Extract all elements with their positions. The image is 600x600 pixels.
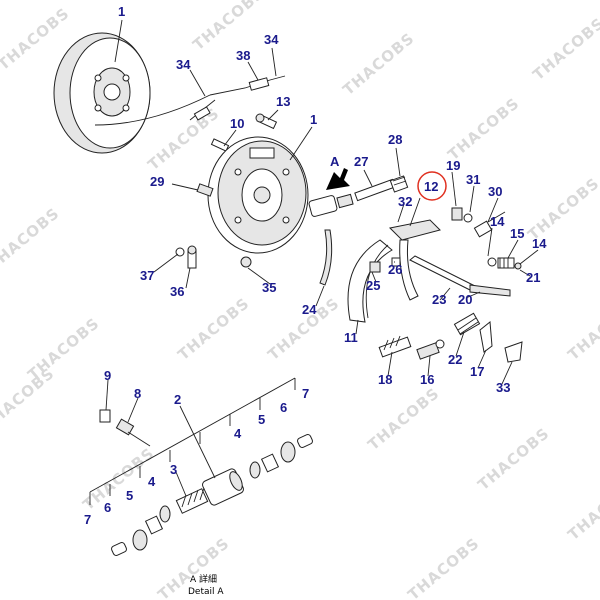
callout-label: 17 <box>470 364 484 379</box>
highlight-circle <box>417 171 447 201</box>
boot-6-right <box>280 441 296 463</box>
piston-5-left <box>144 515 164 535</box>
wheel-cylinder-assembly <box>308 193 354 217</box>
callout-label: 5 <box>126 488 133 503</box>
parking-cable <box>189 75 286 121</box>
callout-label: 26 <box>388 262 402 277</box>
nut-35 <box>240 256 252 268</box>
bleeder-8 <box>115 418 151 447</box>
callout-label: 1 <box>310 112 317 127</box>
arrow-label: A <box>330 154 340 169</box>
backing-plate-front <box>207 136 309 254</box>
callout-label: 14 <box>490 214 505 229</box>
callout-label: 29 <box>150 174 164 189</box>
callout-label: 22 <box>448 352 462 367</box>
callout-label: 25 <box>366 278 380 293</box>
adjuster-27 <box>354 178 396 202</box>
bolt-36-37 <box>175 245 197 269</box>
cup-4-right <box>249 461 261 479</box>
callout-label: 6 <box>280 400 287 415</box>
detail-a-frame <box>89 377 296 505</box>
spring-18 <box>378 335 412 358</box>
cup-4-left <box>159 505 171 523</box>
callout-label: 11 <box>344 330 358 345</box>
callout-label: 10 <box>230 116 244 131</box>
callout-label: 23 <box>432 292 446 307</box>
callout-label: 34 <box>264 32 279 47</box>
lever-20 <box>469 284 511 297</box>
callout-label: 37 <box>140 268 154 283</box>
callout-label: 3 <box>170 462 177 477</box>
callout-label: 7 <box>302 386 309 401</box>
caption-line-2: Detail A <box>188 587 224 597</box>
callout-label: 30 <box>488 184 502 199</box>
callout-label: 24 <box>302 302 317 317</box>
callout-label: 33 <box>496 380 510 395</box>
part-33 <box>504 341 523 363</box>
plug-29 <box>196 183 214 197</box>
piston-5-right <box>260 453 280 473</box>
callout-label: 8 <box>134 386 141 401</box>
callout-label: 31 <box>466 172 480 187</box>
callout-label: 4 <box>234 426 242 441</box>
callout-label: 28 <box>388 132 402 147</box>
callout-label: 38 <box>236 48 250 63</box>
callout-label: 7 <box>84 512 91 527</box>
callout-label: 5 <box>258 412 265 427</box>
part-26 <box>391 257 401 267</box>
bolt-13 <box>255 113 278 130</box>
callout-label: 20 <box>458 292 472 307</box>
backing-plate-rear <box>53 32 211 154</box>
callout-labels: 1 34 38 34 13 1 10 27 28 19 31 30 12 29 … <box>84 4 547 527</box>
callout-label: 32 <box>398 194 412 209</box>
boot-6-left <box>132 529 148 551</box>
bleeder-9 <box>99 409 111 423</box>
part-17 <box>479 321 493 353</box>
callout-label: 21 <box>526 270 540 285</box>
callout-label: 15 <box>510 226 524 241</box>
washer-31 <box>463 213 473 223</box>
cylinder-spring-3 <box>175 487 209 514</box>
callout-label: 1 <box>118 4 125 19</box>
callout-label: 4 <box>148 474 156 489</box>
part-25 <box>369 261 381 273</box>
callout-label: 36 <box>170 284 184 299</box>
bushing-19 <box>451 207 463 221</box>
callout-label: 6 <box>104 500 111 515</box>
callout-label: 18 <box>378 372 392 387</box>
leader-lines <box>105 19 539 497</box>
detail-arrow <box>326 168 350 190</box>
callout-label: 27 <box>354 154 368 169</box>
callout-label: 19 <box>446 158 460 173</box>
callout-label: 35 <box>262 280 276 295</box>
pin-7-right <box>297 433 313 449</box>
lever-23 <box>409 255 476 291</box>
spring-22 <box>453 312 481 336</box>
callout-label: 16 <box>420 372 434 387</box>
springs-14-15 <box>487 257 522 270</box>
lever-24 <box>319 229 333 286</box>
callout-label: 13 <box>276 94 290 109</box>
pin-16 <box>416 339 445 360</box>
pin-7-left <box>111 541 127 557</box>
callout-label: 2 <box>174 392 181 407</box>
wheel-cylinder-body-2 <box>202 468 244 506</box>
spring-28 <box>389 175 409 193</box>
callout-label: 12 <box>424 179 438 194</box>
callout-label: 9 <box>104 368 111 383</box>
callout-label: 34 <box>176 57 191 72</box>
caption-line-1: A 詳細 <box>190 573 217 585</box>
callout-label: 14 <box>532 236 547 251</box>
bolt-30 <box>473 211 506 238</box>
